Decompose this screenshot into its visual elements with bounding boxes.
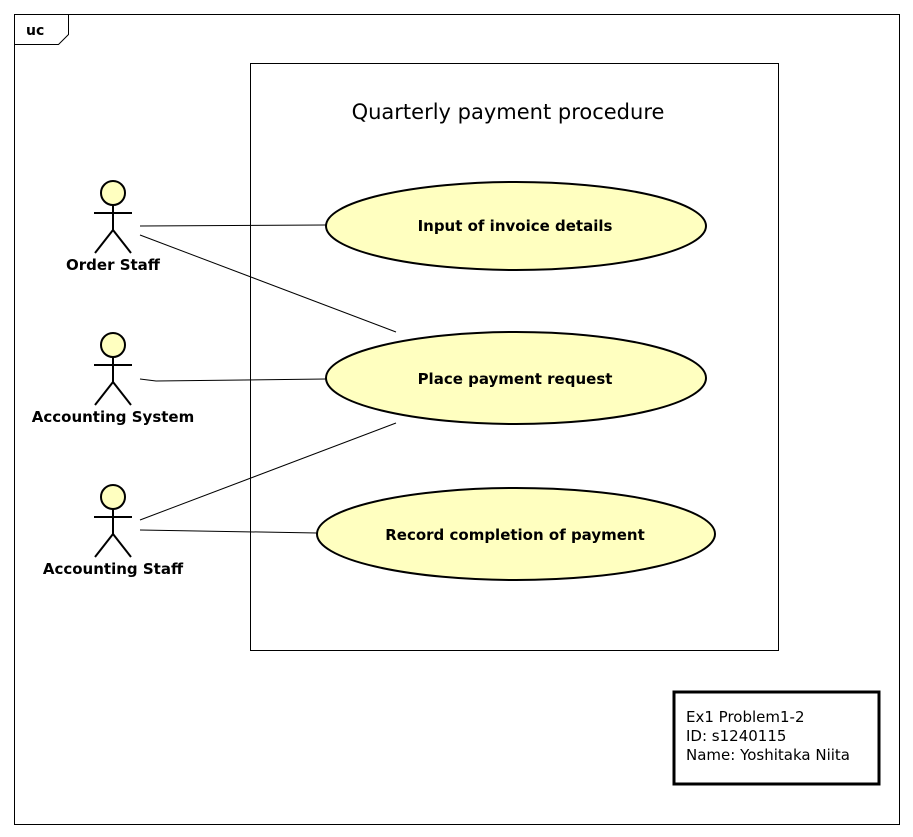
association-accounting-system-place-payment [139,378,327,382]
use-case-label: Place payment request [418,370,613,388]
use-case-ellipse [325,331,707,425]
actor-head-icon [100,484,126,510]
use-case-ellipse [325,181,707,271]
actor-right-leg [112,229,132,254]
actor-left-leg [94,533,114,558]
actor-order-staff[interactable]: Order Staff [66,180,161,274]
use-case-input-invoice[interactable]: Input of invoice details [325,181,707,271]
association-accounting-staff-place-payment [139,422,397,521]
actor-right-leg [112,381,132,406]
frame-tab [14,14,69,45]
actor-left-leg [94,381,114,406]
actor-head-icon [100,332,126,358]
note-line-exercise: Ex1 Problem1-2 [686,708,805,726]
association-order-staff-place-payment [139,234,397,333]
frame-tab-label: uc [26,23,44,39]
use-case-label: Input of invoice details [418,217,613,235]
association-accounting-staff-record-completion [139,529,318,534]
actor-label: Accounting Staff [43,560,184,578]
association-order-staff-input-invoice [139,224,327,227]
actor-accounting-system[interactable]: Accounting System [32,332,195,426]
actor-right-leg [112,533,132,558]
system-boundary-title: Quarterly payment procedure [352,100,665,124]
actor-head-icon [100,180,126,206]
actor-accounting-staff[interactable]: Accounting Staff [43,484,184,578]
actor-label: Accounting System [32,408,195,426]
use-case-ellipse [316,487,716,581]
note-box [672,690,881,786]
associations [139,224,397,534]
use-case-record-completion[interactable]: Record completion of payment [316,487,716,581]
use-case-label: Record completion of payment [385,526,645,544]
note-line-id: ID: s1240115 [686,727,786,745]
note-line-name: Name: Yoshitaka Niita [686,746,850,764]
author-note: Ex1 Problem1-2 ID: s1240115 Name: Yoshit… [672,690,881,786]
use-case-place-payment[interactable]: Place payment request [325,331,707,425]
actor-label: Order Staff [66,256,161,274]
actor-left-leg [94,229,114,254]
